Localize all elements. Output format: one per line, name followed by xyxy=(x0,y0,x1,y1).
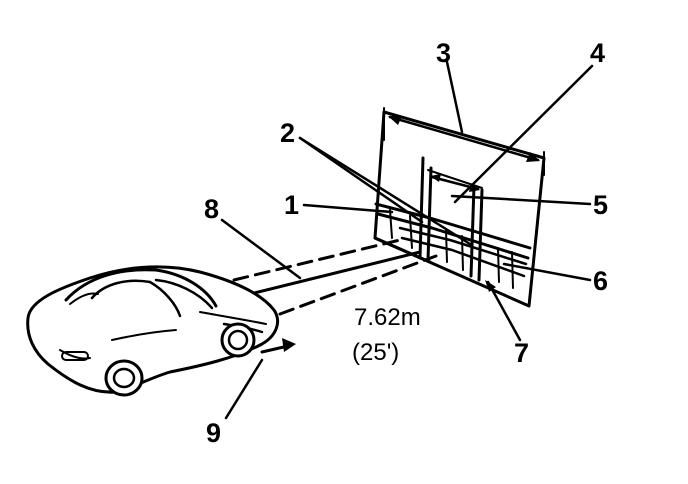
callout-3: 3 xyxy=(436,38,451,68)
distance-imperial: (25') xyxy=(352,339,399,366)
leader-lines xyxy=(220,64,594,420)
callout-labels: 1 2 3 4 5 6 7 8 9 xyxy=(204,38,608,448)
dimension-3-arrow xyxy=(383,60,545,176)
car-illustration xyxy=(26,265,296,397)
callout-1: 1 xyxy=(284,190,299,220)
callout-9: 9 xyxy=(206,418,221,448)
callout-5: 5 xyxy=(593,190,608,220)
callout-2: 2 xyxy=(280,118,295,148)
distance-metric: 7.62m xyxy=(354,304,421,331)
callout-6: 6 xyxy=(593,266,608,296)
callout-7: 7 xyxy=(514,338,529,368)
aiming-screen xyxy=(373,110,546,308)
callout-4: 4 xyxy=(590,38,605,68)
callout-8: 8 xyxy=(204,194,219,224)
